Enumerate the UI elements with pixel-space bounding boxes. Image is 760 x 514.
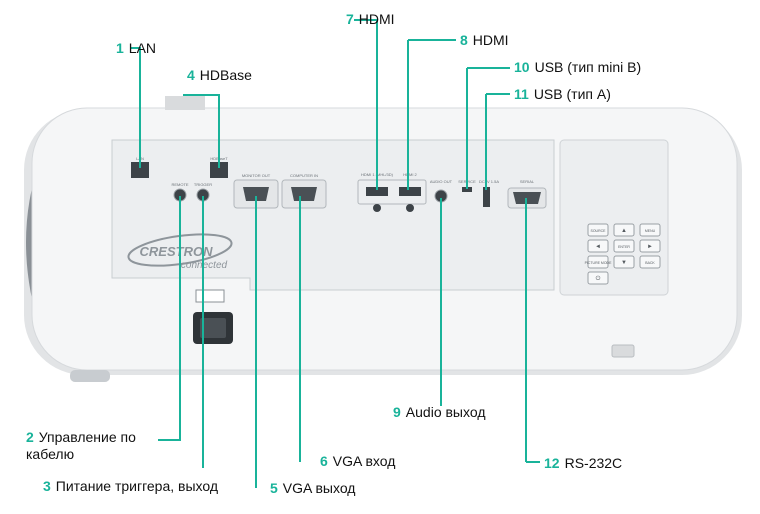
keypad-button-label: ENTER	[618, 245, 630, 249]
monitor-out-label: MONITOR OUT	[242, 173, 271, 178]
top-bump	[165, 96, 205, 110]
hdmi2-marker-icon	[406, 204, 414, 212]
crestron-logo: CRESTRON connected	[127, 233, 233, 271]
keypad-button	[587, 271, 609, 285]
foot-left	[70, 370, 110, 382]
usb-a-port	[483, 187, 490, 207]
leader-4	[183, 94, 220, 168]
keypad-button-label: ▼	[621, 260, 627, 266]
keypad-button-label: BACK	[645, 261, 655, 265]
callout-10-label: USB (тип mini B)	[534, 59, 642, 75]
keypad-area	[559, 139, 669, 296]
leader-lines	[130, 19, 540, 488]
callout-10-number: 10	[514, 59, 530, 75]
leader-2	[158, 196, 181, 441]
callout-7-label: HDMI	[358, 11, 395, 27]
remote-jack-label: REMOTE	[171, 182, 188, 187]
callout-8-label: HDMI	[472, 32, 509, 48]
serial-label: SERIAL	[520, 179, 535, 184]
keypad-button-label: ▲	[621, 228, 627, 234]
foot-right	[611, 344, 635, 358]
callout-3-label: Питание триггера, выход	[55, 478, 218, 494]
callout-9-label: Audio выход	[405, 404, 486, 420]
ports: LAN HDBaseT REMOTE TRIGGER MONITOR OUT C…	[131, 156, 547, 212]
trigger-jack-label: TRIGGER	[194, 182, 212, 187]
hdmi1-port	[366, 187, 388, 196]
control-keypad: SOURCE ▲ MENU ◄ ENTER ► PICTURE MODE ▼ BACK ⏻	[585, 223, 661, 285]
callout-11-number: 11	[514, 86, 529, 102]
callout-6-label: VGA вход	[332, 453, 396, 469]
keypad-button	[639, 239, 661, 253]
callout-2-label: Управление по кабелю	[26, 429, 136, 462]
keypad-button	[613, 223, 635, 237]
keypad-button-label: MENU	[645, 229, 656, 233]
keypad-button-label: ►	[647, 244, 653, 250]
keypad-button	[639, 255, 661, 269]
callout-11-label: USB (тип A)	[533, 86, 611, 102]
callout-8-number: 8	[460, 32, 468, 48]
crestron-swoosh	[127, 233, 233, 267]
callout-3-number: 3	[43, 478, 51, 494]
callout-4-label: HDBase	[199, 67, 252, 83]
power-socket-inner	[200, 318, 226, 338]
lan-port	[131, 162, 149, 178]
audio-out-label: AUDIO OUT	[430, 179, 453, 184]
connector-panel	[111, 139, 669, 296]
usb-mini-port	[462, 187, 472, 192]
keypad-button-label: ◄	[595, 244, 601, 250]
keypad-button	[587, 239, 609, 253]
vga-in-port	[291, 187, 317, 201]
power-clip	[195, 289, 225, 303]
callout-7-number: 7	[346, 11, 354, 27]
hdmi1-marker-icon	[373, 204, 381, 212]
leader-7	[354, 19, 378, 190]
vga-out-port	[243, 187, 269, 201]
callout-4-number: 4	[187, 67, 195, 83]
dc5v-label: DC5V 1.5A	[479, 179, 499, 184]
crestron-wordmark: CRESTRON	[140, 244, 214, 259]
keypad-button	[587, 223, 609, 237]
hdmi2-label: HDMI 2	[403, 172, 417, 177]
keypad-button	[639, 223, 661, 237]
keypad-button-label: SOURCE	[591, 229, 607, 233]
keypad-button-label: ⏻	[596, 275, 601, 282]
keypad-button	[613, 255, 635, 269]
computer-in-label: COMPUTER IN	[290, 173, 318, 178]
hdmi2-port	[399, 187, 421, 196]
keypad-button	[613, 239, 635, 253]
hdbaset-port	[210, 162, 228, 178]
crestron-connected: connected	[181, 260, 228, 271]
callout-1-number: 1	[116, 40, 124, 56]
panel-outline	[111, 139, 555, 291]
leader-1	[130, 47, 141, 168]
callout-12-number: 12	[544, 455, 560, 471]
keypad-button	[587, 255, 609, 269]
hdmi-frame	[357, 179, 427, 205]
callout-2-number: 2	[26, 429, 34, 445]
keypad-button-label: PICTURE MODE	[585, 261, 613, 265]
callout-12-label: RS-232C	[564, 455, 623, 471]
callout-6-number: 6	[320, 453, 328, 469]
callout-9-number: 9	[393, 404, 401, 420]
callout-5-number: 5	[270, 480, 278, 496]
callout-1-label: LAN	[128, 40, 157, 56]
callout-5-label: VGA выход	[282, 480, 356, 496]
